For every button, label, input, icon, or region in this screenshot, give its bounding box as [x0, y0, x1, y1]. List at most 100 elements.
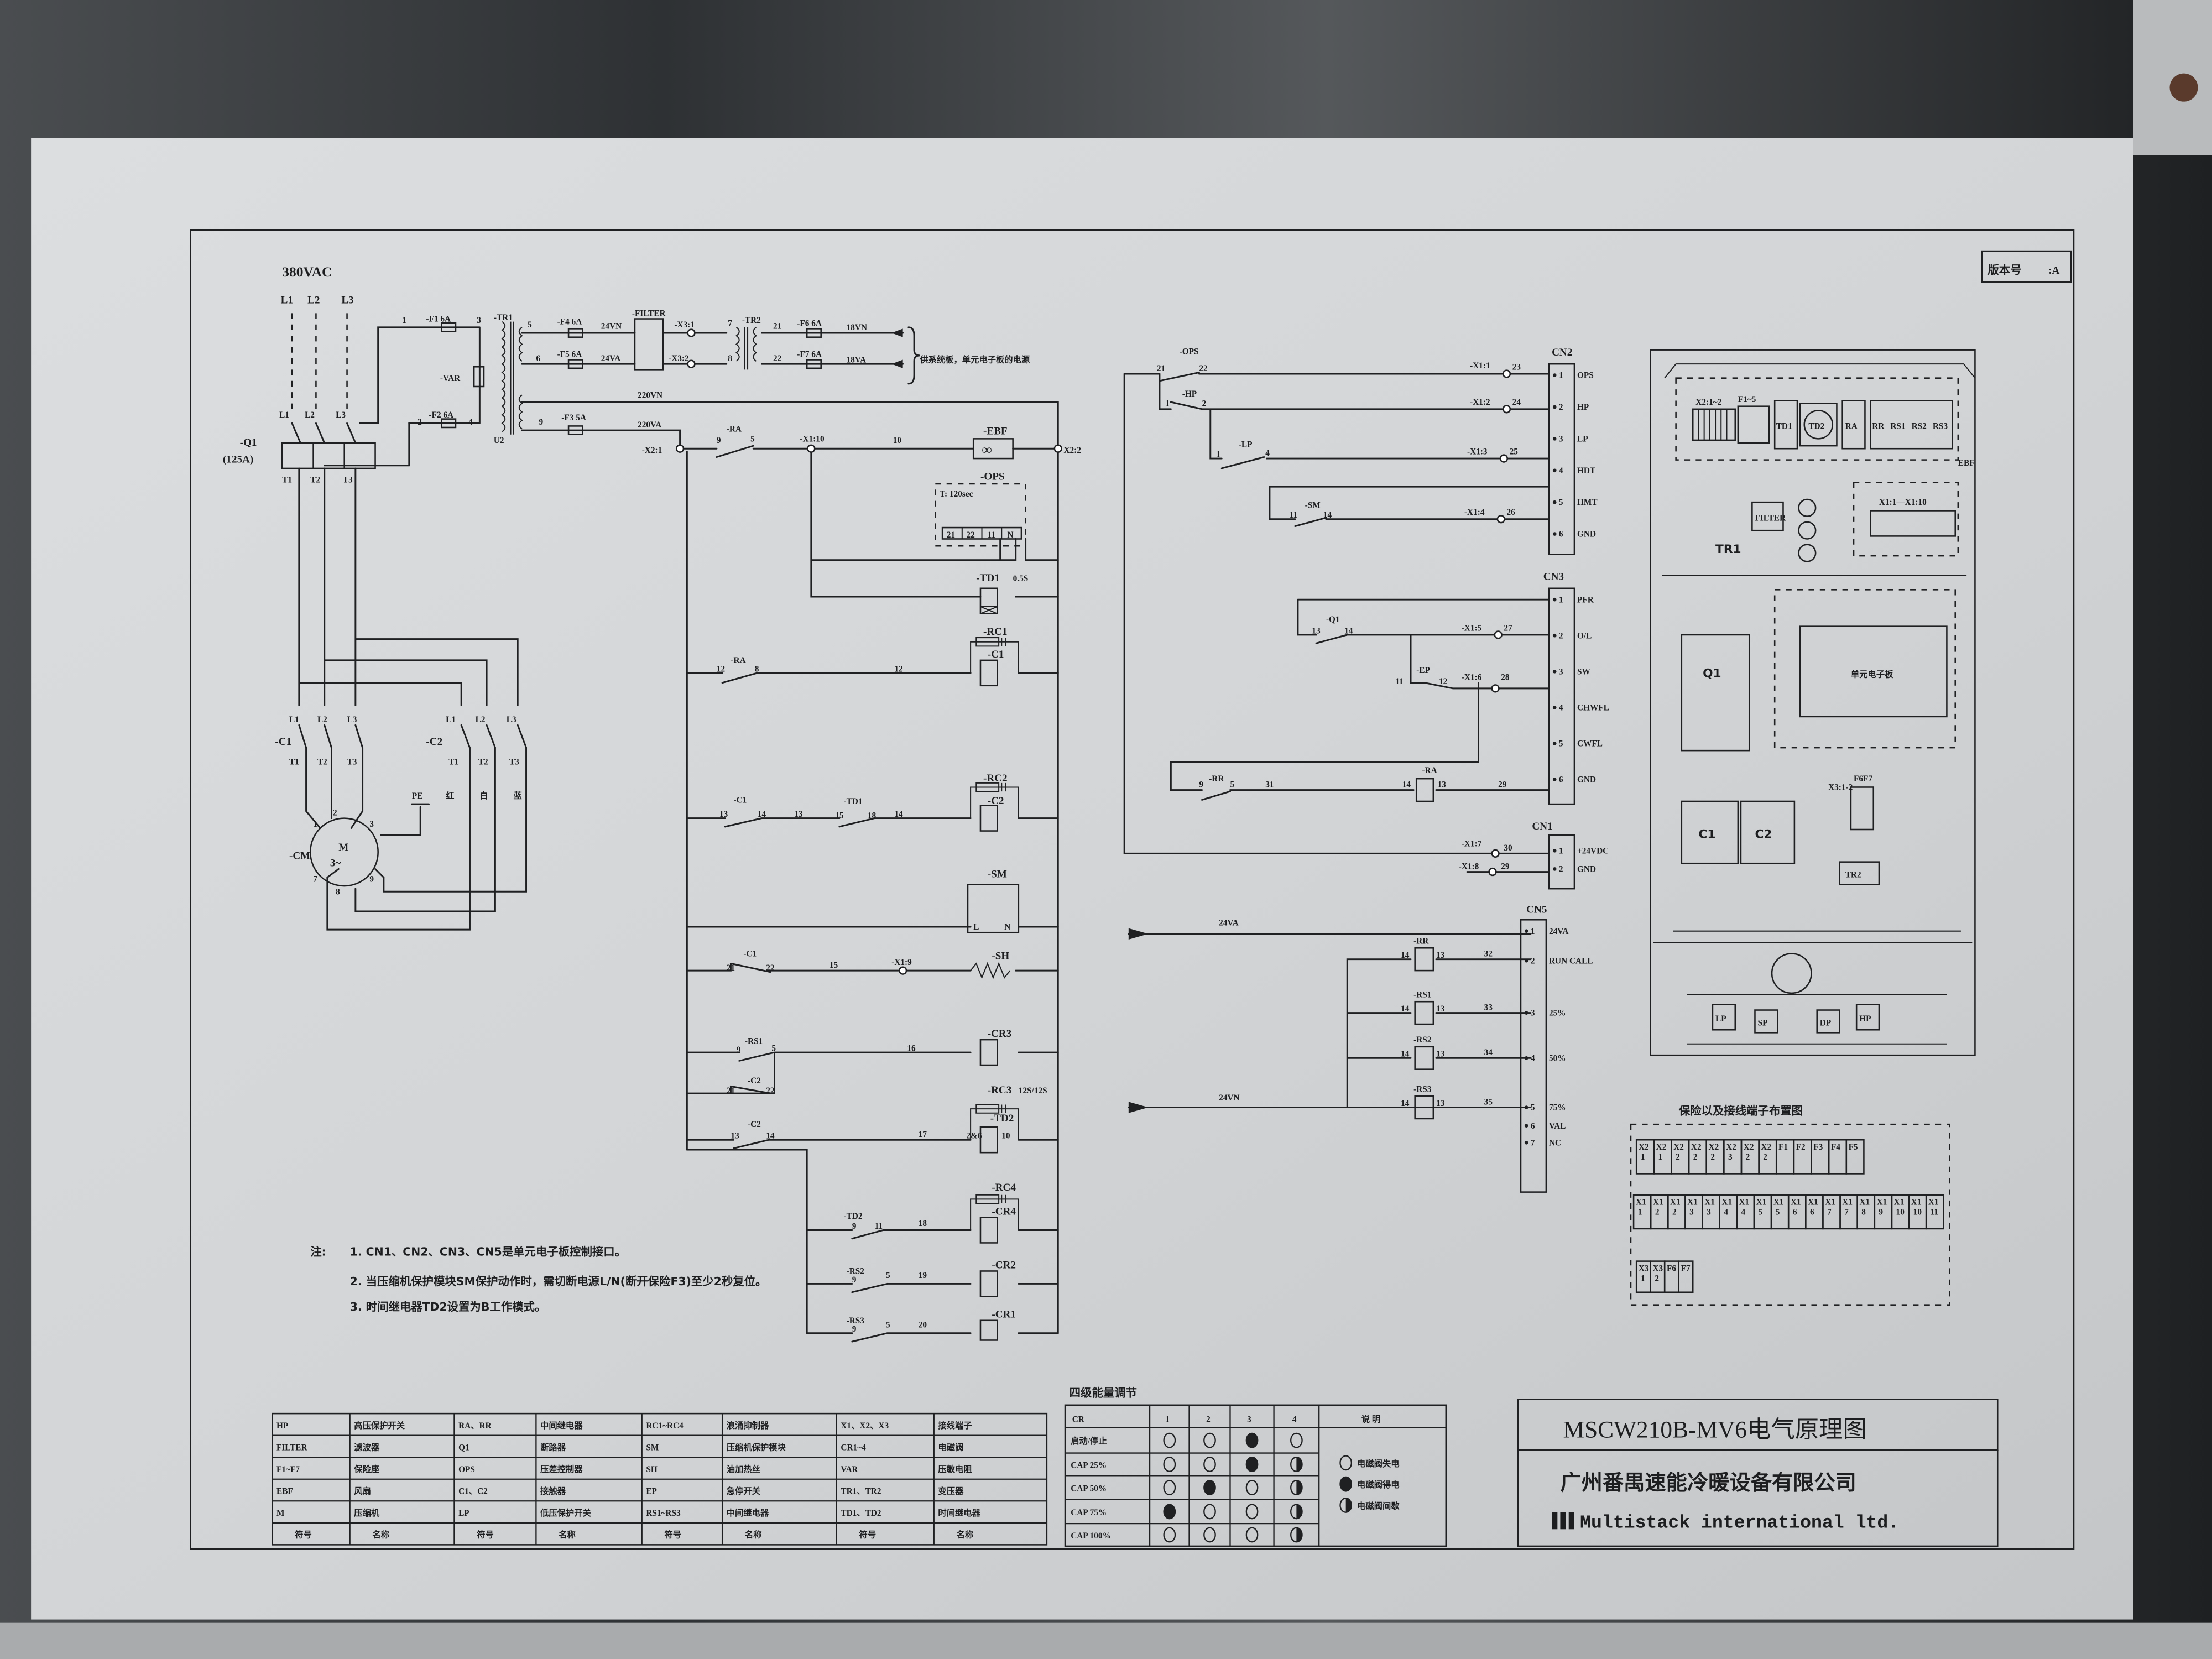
capacity-legend-text: 电磁阀失电: [1357, 1459, 1400, 1469]
c1-t2: T2: [317, 758, 327, 767]
legend-symbol: C1、C2: [458, 1487, 488, 1496]
connector-pin: 1: [1559, 371, 1563, 380]
terminal-x1-1: -X1:1: [1470, 361, 1490, 371]
wire-num: 21: [727, 963, 735, 973]
c2-tag: -C2: [426, 736, 442, 748]
terminal-x1-9: -X1:9: [891, 958, 912, 967]
pin-dot: [1552, 742, 1557, 745]
connector-pin: 7: [1531, 1138, 1535, 1147]
wire-color-red: 红: [446, 791, 454, 801]
connector-pin: 3: [1559, 667, 1563, 676]
c2-t2: T2: [478, 758, 488, 767]
contact-rs2-label: -RS2: [847, 1267, 864, 1276]
terminal-group: X2: [1639, 1142, 1649, 1152]
wire-num: 13: [719, 810, 728, 819]
wire-num: 5: [528, 320, 532, 330]
fan-ebf: [972, 438, 1014, 460]
solenoid-deenergized-icon: [1163, 1432, 1176, 1448]
terminal-group: X3: [1653, 1264, 1663, 1273]
x3-1-label: -X3:1: [674, 320, 695, 330]
ops-module: [935, 483, 1026, 547]
wire-num: 20: [919, 1321, 927, 1330]
v18n-label: 18VN: [847, 323, 867, 332]
x3-2-label: -X3:2: [669, 354, 689, 363]
pin-dot: [1524, 958, 1528, 963]
c1-coil-label: -C1: [988, 649, 1004, 660]
wire-num: 13: [1436, 1099, 1445, 1108]
contact-ra-label: -RA: [727, 425, 742, 434]
connector-pin-label: 75%: [1549, 1103, 1566, 1113]
wire-num: 15: [835, 811, 844, 821]
notes-prefix: 注:: [310, 1245, 326, 1258]
brand-name: Multistack international ltd.: [1580, 1512, 1899, 1533]
c2-l2: L2: [476, 715, 486, 724]
terminal-number: 10: [1913, 1207, 1922, 1217]
wire-num: 25: [1510, 447, 1519, 456]
c1-tag: -C1: [275, 736, 291, 748]
connector-pin-label: SW: [1577, 667, 1591, 676]
c1-l3: L3: [347, 715, 357, 724]
terminal-group: X1: [1842, 1198, 1853, 1207]
terminal-group: X1: [1756, 1198, 1767, 1207]
legend-symbol: RA、RR: [458, 1421, 492, 1431]
terminal-layout-title: 保险以及接线端子布置图: [1678, 1104, 1803, 1117]
wire-num: 13: [794, 810, 803, 819]
capacity-header: 说 明: [1361, 1414, 1380, 1424]
wire-num: 17: [919, 1130, 927, 1139]
panel-dp: DP: [1820, 1019, 1831, 1028]
terminal-number: 1: [1641, 1274, 1645, 1283]
cr1-label: -CR1: [992, 1309, 1016, 1321]
panel-c2: C2: [1755, 827, 1772, 841]
wire-num: 13: [1436, 1050, 1445, 1059]
capacity-row-label: CAP 75%: [1071, 1508, 1107, 1517]
breaker-q1: [281, 442, 376, 469]
wire-num: 29: [1501, 862, 1510, 871]
connector-pin-label: OPS: [1577, 371, 1594, 380]
coil-td2: [979, 1126, 998, 1154]
terminal-group: X1: [1860, 1198, 1870, 1207]
control-supply: 1 -F1 6A 3 -TR1 5 -F4 6A 24VN -FILTER -X…: [402, 309, 1059, 1334]
wire-num: 35: [1484, 1097, 1493, 1107]
solenoid-pulsing-icon: [1290, 1480, 1303, 1495]
coil-cr3: [979, 1039, 998, 1066]
rc1-snubber: [970, 637, 1019, 673]
terminal-number: 5: [1759, 1207, 1763, 1217]
terminal-number: 1: [1658, 1152, 1662, 1162]
terminal-group: X1: [1894, 1198, 1905, 1207]
wire-num: 9: [1199, 780, 1203, 789]
version-box: 版本号 :A: [1981, 250, 2072, 283]
wire-num: 5: [886, 1321, 890, 1330]
rc2-snubber: [970, 782, 1019, 818]
capacity-header: 4: [1292, 1415, 1297, 1424]
connector-pin-label: CHWFL: [1577, 703, 1609, 712]
terminal-number: 2: [1655, 1207, 1660, 1217]
pin-dot: [1524, 1124, 1528, 1128]
legend-name: 接线端子: [938, 1421, 972, 1431]
contactor-c1: L1 L2 L3 -C1 T1 T2 T3: [275, 715, 364, 767]
relay-coil: [1414, 1046, 1434, 1070]
relay-label: -RS1: [1413, 990, 1431, 1000]
pin-dot: [1552, 669, 1557, 674]
motor-term: 3: [369, 820, 374, 829]
connector-pin-label: GND: [1577, 530, 1596, 539]
terminal-group: X1: [1825, 1198, 1835, 1207]
connector-pin-label: O/L: [1577, 631, 1592, 640]
connector-cn3: [1548, 587, 1575, 805]
connector-cn2-title: CN2: [1552, 347, 1572, 358]
phase-l2: L2: [307, 294, 320, 306]
wire-num: 14: [1402, 780, 1411, 789]
wire-num: 5: [750, 434, 755, 444]
legend-symbol: 符号: [665, 1530, 682, 1540]
connector-pin: 6: [1559, 530, 1563, 539]
wire-num: 33: [1484, 1003, 1493, 1013]
wire-num: 3: [477, 316, 481, 325]
wire-num: 13: [731, 1131, 739, 1141]
terminal-group: X2: [1656, 1142, 1667, 1152]
motor-tag: -CM: [289, 851, 310, 862]
solenoid-deenergized-icon: [1339, 1455, 1353, 1471]
ops-term: 21: [947, 530, 955, 540]
pin-dot: [1552, 848, 1557, 853]
terminal-cell: [1678, 1260, 1694, 1293]
legend-name: 风扇: [354, 1486, 371, 1496]
